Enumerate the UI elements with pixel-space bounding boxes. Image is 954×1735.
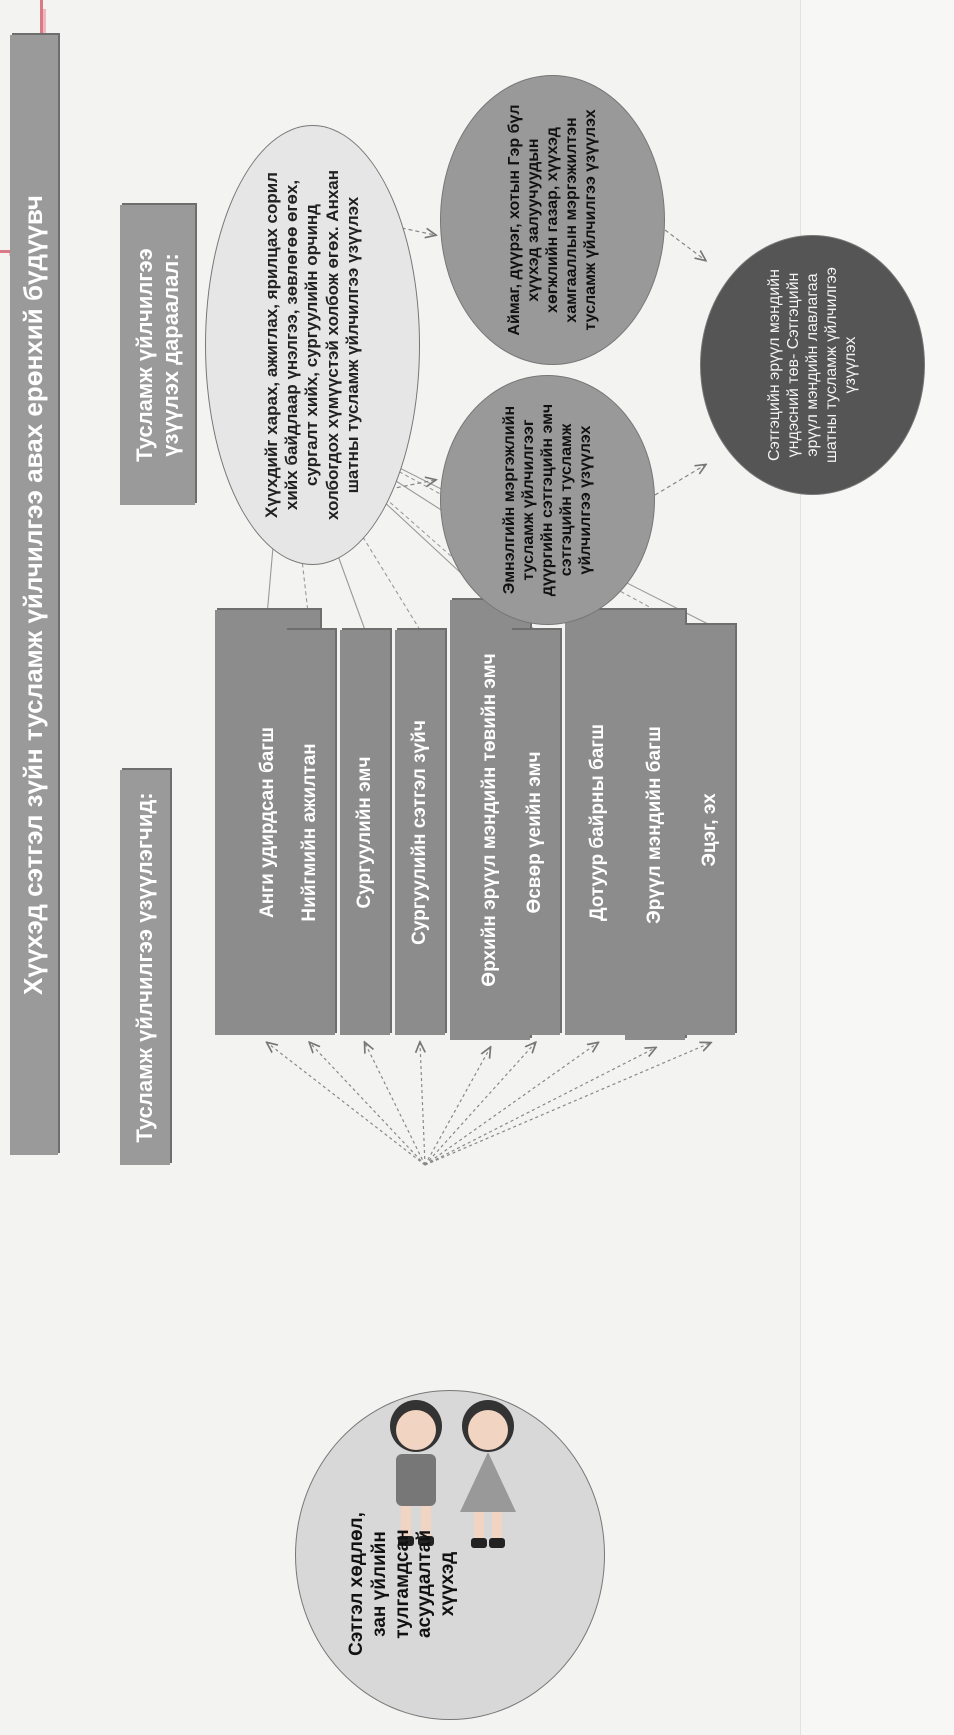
national-level-ellipse: Сэтгэцийн эрүүл мэндийн үндэсний төв- Сэ…: [700, 235, 925, 495]
child-to-provider-arrow: [420, 1043, 425, 1166]
first-level-text: Хүүхдийг харах, ажиглах, ярилцах сорил х…: [261, 169, 363, 521]
provider-box: Өсвөр үеийн эмч: [510, 630, 560, 1035]
child-label: Сэтгэл хөдлөл, зан үйлийн тулгамдсан асу…: [346, 1512, 459, 1656]
medical-level-ellipse: Эмнэлгийн мэргэжлийн тусламж үйлчилгээг …: [440, 375, 655, 625]
child-circle: Сэтгэл хөдлөл, зан үйлийн тулгамдсан асу…: [295, 1390, 605, 1720]
agency-level-text: Аймаг, дүүрэг, хотын Гэр бүл хүүхэд залу…: [505, 104, 600, 336]
provider-box: Сургуулийн сэтгэл зүйч: [395, 630, 445, 1035]
child-to-provider-arrow: [424, 1048, 490, 1166]
child-to-provider-arrow: [424, 1043, 598, 1166]
provider-box: Эрүүл мэндийн багш: [625, 610, 685, 1040]
child-to-provider-arrow: [365, 1043, 426, 1166]
medical-level-text: Эмнэлгийн мэргэжлийн тусламж үйлчилгээг …: [500, 403, 595, 597]
provider-box: Дотуур байрны багш: [565, 610, 630, 1035]
child-to-provider-arrow: [268, 1043, 426, 1166]
diagram-title: Хүүхэд сэтгэл зүйн тусламж үйлчилгээ ава…: [10, 35, 58, 1155]
first-level-ellipse: Хүүхдийг харах, ажиглах, ярилцах сорил х…: [205, 125, 420, 565]
child-to-provider-arrow: [424, 1043, 535, 1166]
child-to-provider-arrow: [310, 1043, 426, 1166]
arrow-medical-to-national: [654, 465, 705, 496]
child-to-provider-arrow: [424, 1043, 710, 1166]
provider-box: Сургуулийн эмч: [340, 630, 390, 1035]
provider-box: Нийгмийн ажилтан: [285, 630, 335, 1035]
provider-box: Эцэг, эх: [685, 625, 735, 1035]
arrow-agency-to-national: [664, 229, 705, 260]
agency-level-ellipse: Аймаг, дүүрэг, хотын Гэр бүл хүүхэд залу…: [440, 75, 665, 365]
child-to-provider-arrow: [424, 1048, 655, 1166]
sequence-heading: Тусламж үйлчилгээ үзүүлэх дараалал:: [120, 205, 195, 505]
national-level-text: Сэтгэцийн эрүүл мэндийн үндэсний төв- Сэ…: [765, 267, 860, 463]
children-icon: [390, 1400, 516, 1548]
providers-heading: Тусламж үйлчилгээ үзүүлэгчид:: [120, 770, 170, 1165]
